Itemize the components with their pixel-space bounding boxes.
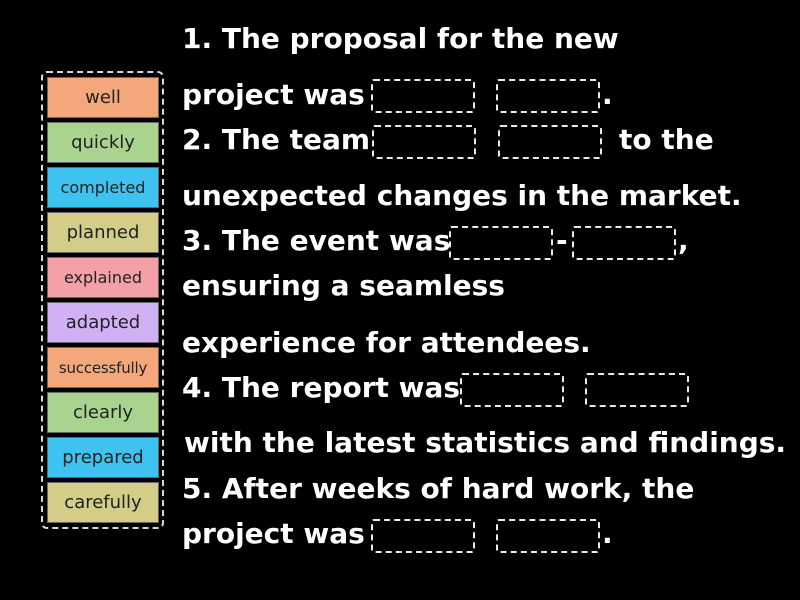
sentence-1-period: .	[602, 78, 613, 111]
sentence-4-blank-2[interactable]	[585, 373, 689, 407]
word-tile-completed[interactable]: completed	[47, 167, 159, 208]
sentence-4-line-1: 4. The report was	[182, 371, 461, 404]
sentence-3-comma: ,	[678, 224, 689, 257]
sentence-1-line-2: project was	[182, 78, 365, 111]
sentence-2-blank-1[interactable]	[372, 125, 476, 159]
sentence-3-line-1: 3. The event was	[182, 224, 451, 257]
sentence-4-line-2: with the latest statistics and findings.	[184, 426, 787, 459]
word-tile-well[interactable]: well	[47, 77, 159, 118]
sentence-1-line-1: 1. The proposal for the new	[182, 22, 619, 55]
word-tile-quickly[interactable]: quickly	[47, 122, 159, 163]
sentence-5-line-1: 5. After weeks of hard work, the	[182, 472, 695, 505]
word-tile-planned[interactable]: planned	[47, 212, 159, 253]
sentence-2-line-1-end: to the	[619, 123, 714, 156]
word-tile-prepared[interactable]: prepared	[47, 437, 159, 478]
sentence-3-hyphen: -	[556, 224, 568, 257]
sentence-1-blank-1[interactable]	[371, 79, 475, 113]
word-tile-carefully[interactable]: carefully	[47, 482, 159, 523]
sentence-1-blank-2[interactable]	[496, 79, 600, 113]
word-tile-successfully[interactable]: successfully	[47, 347, 159, 388]
sentence-3-blank-2[interactable]	[572, 226, 676, 260]
sentence-2-line-2: unexpected changes in the market.	[182, 179, 742, 212]
sentence-3-blank-1[interactable]	[449, 226, 553, 260]
sentence-3-line-2: ensuring a seamless	[182, 269, 505, 302]
sentence-4-blank-1[interactable]	[460, 373, 564, 407]
word-tile-adapted[interactable]: adapted	[47, 302, 159, 343]
sentence-2-blank-2[interactable]	[498, 125, 602, 159]
sentence-2-line-1: 2. The team	[182, 123, 371, 156]
word-bank: well quickly completed planned explained…	[41, 71, 164, 529]
sentence-5-blank-2[interactable]	[496, 519, 600, 553]
sentence-5-period: .	[602, 517, 613, 550]
sentence-5-blank-1[interactable]	[371, 519, 475, 553]
word-tile-clearly[interactable]: clearly	[47, 392, 159, 433]
word-tile-explained[interactable]: explained	[47, 257, 159, 298]
sentence-3-line-3: experience for attendees.	[182, 326, 591, 359]
sentence-5-line-2: project was	[182, 517, 365, 550]
